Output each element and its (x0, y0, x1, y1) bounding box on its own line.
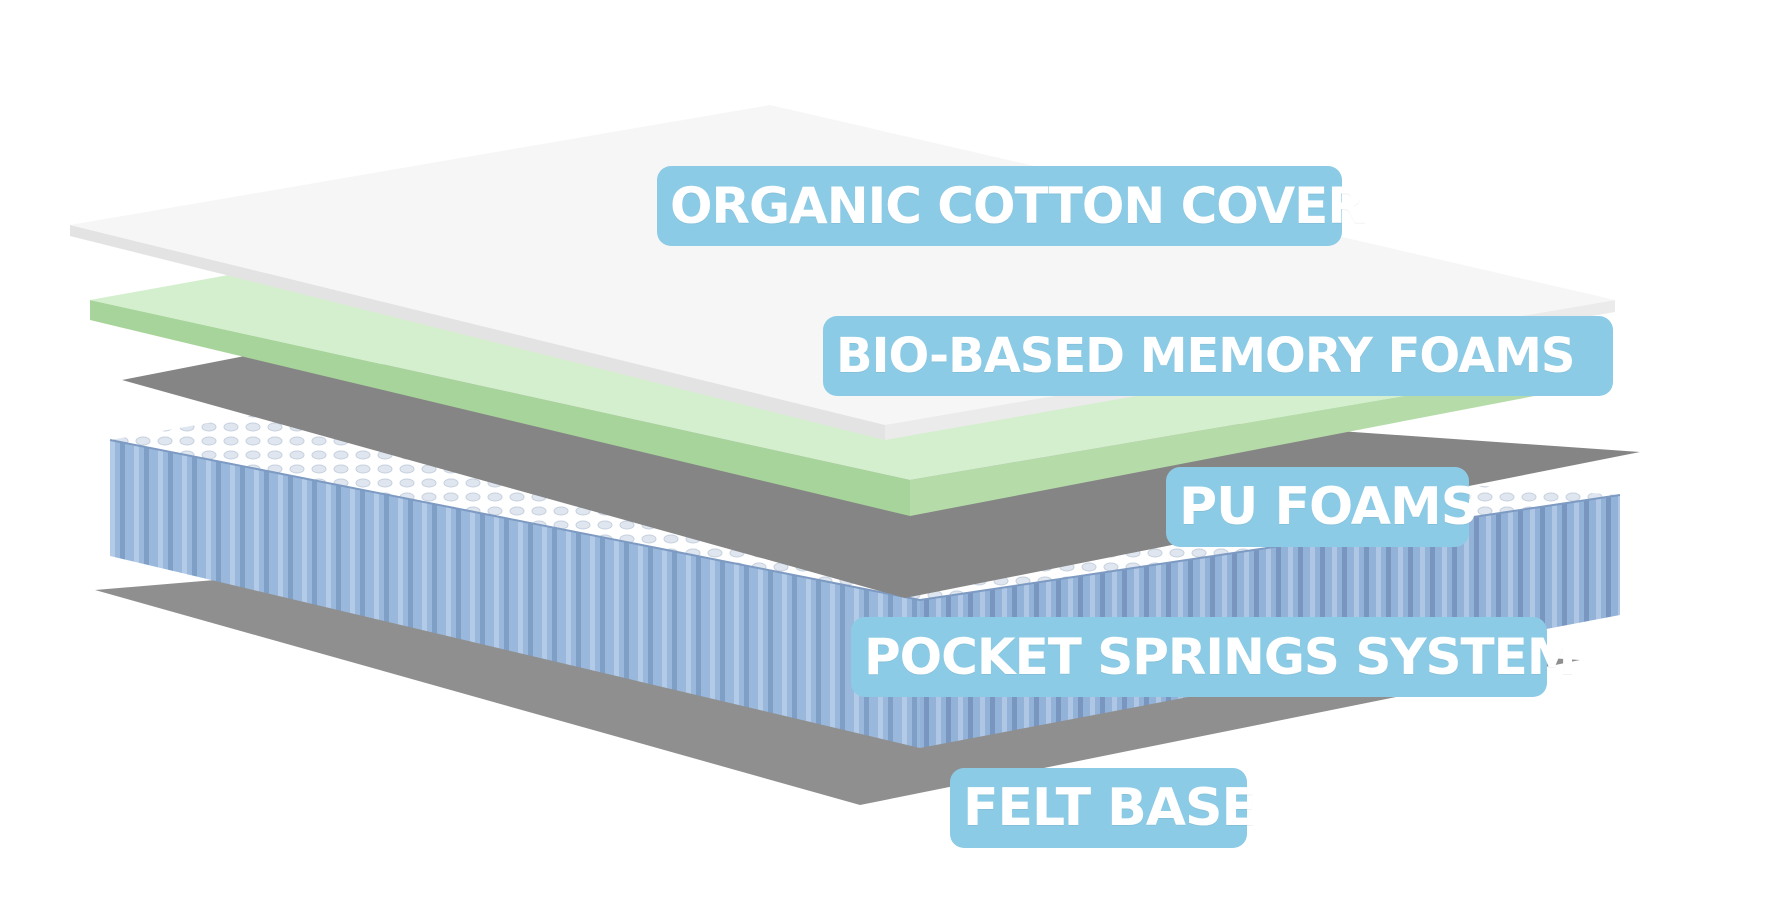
cotton-cover-side (70, 225, 885, 440)
label-pu-foams: PU FOAMS (1166, 467, 1478, 547)
label-organic-cotton-cover: ORGANIC COTTON COVER (657, 166, 1366, 246)
spring-front-face (110, 440, 920, 748)
label-felt-base: FELT BASE (950, 768, 1257, 848)
label-pocket-springs-system: POCKET SPRINGS SYSTEM (851, 617, 1577, 697)
label-bio-based-memory-foams: BIO-BASED MEMORY FOAMS (823, 316, 1613, 396)
memory-foam-side (90, 300, 910, 516)
